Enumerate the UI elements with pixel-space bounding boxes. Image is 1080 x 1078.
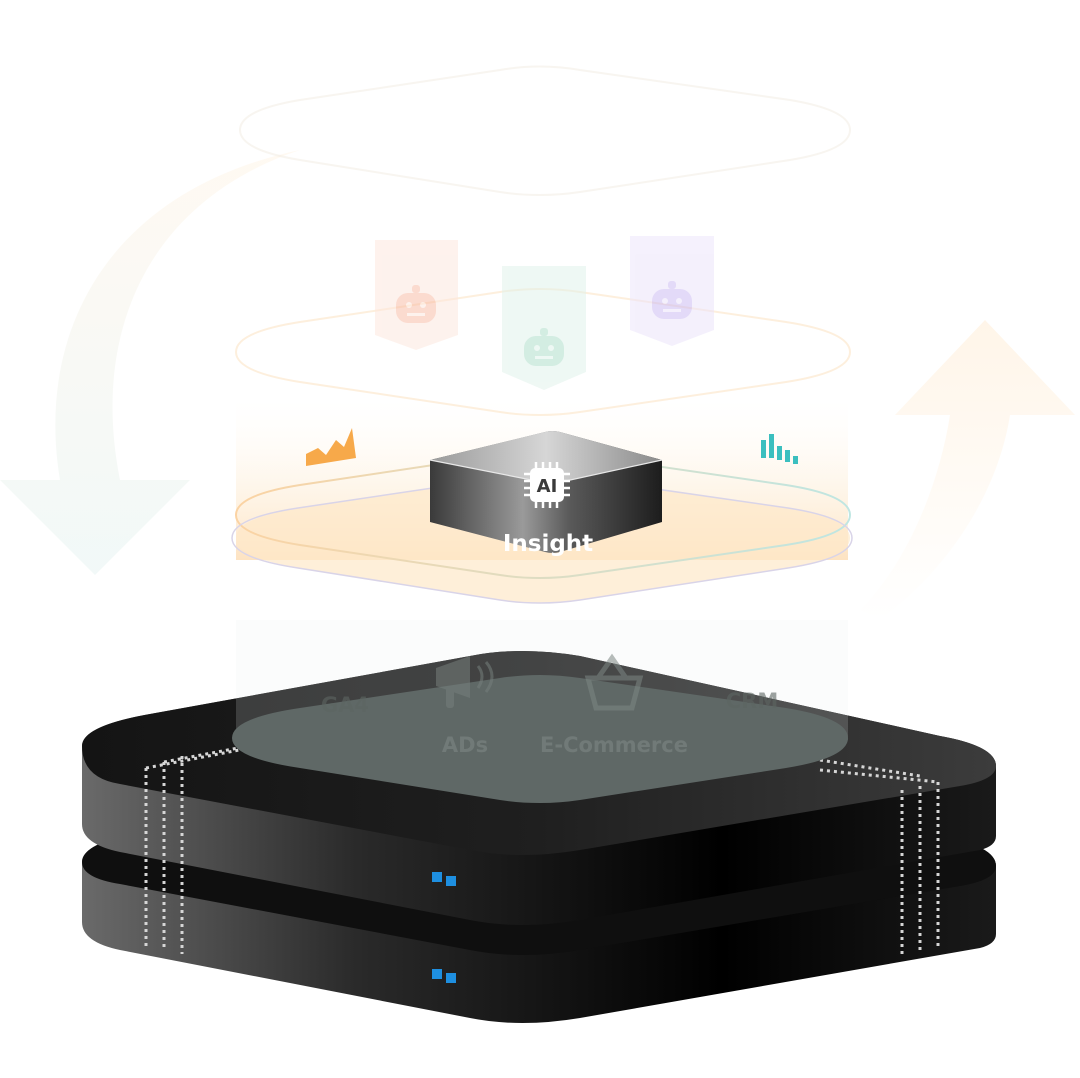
data-source-crm: CRM [726, 689, 778, 713]
ai-chip-icon: AI [524, 462, 570, 508]
cycle-arrow-left [0, 150, 300, 575]
bot-card-green [502, 266, 586, 390]
ai-chip-label: AI [537, 476, 558, 497]
robot-icon [396, 285, 436, 323]
robot-icon [524, 328, 564, 366]
megaphone-icon [436, 656, 494, 708]
bar-chart-icon [761, 434, 798, 464]
data-source-ecommerce: E-Commerce [540, 733, 688, 757]
robot-icon [652, 281, 692, 319]
bot-card-orange [375, 240, 458, 350]
server-led [446, 876, 456, 886]
ai-insight-box: AI Insight [429, 431, 663, 557]
cycle-arrow-right [860, 320, 1075, 620]
shopping-basket-icon [584, 653, 644, 711]
server-led [432, 872, 442, 882]
server-dotted-edges [144, 740, 940, 958]
insight-title: Insight [503, 531, 593, 557]
data-source-plate [232, 675, 848, 803]
data-source-ads: ADs [442, 733, 488, 757]
area-chart-icon [306, 428, 356, 466]
top-layer-plate [238, 65, 852, 196]
server-led [446, 973, 456, 983]
bot-card-purple [630, 236, 714, 346]
data-source-ga4: GA4 [321, 693, 369, 717]
server-led [432, 969, 442, 979]
